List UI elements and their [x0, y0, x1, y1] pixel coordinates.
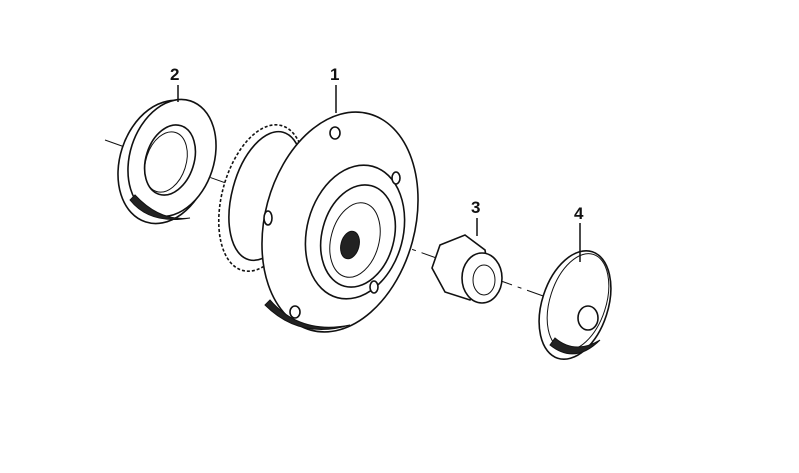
part-label-4: 4: [574, 204, 584, 223]
part-label-3: 3: [471, 198, 480, 217]
wheel-hub-drawing: [217, 111, 419, 333]
part-label-1: 1: [330, 65, 339, 84]
grease-cap-drawing: [538, 249, 612, 361]
seal-ring-drawing: [117, 98, 217, 225]
collar-nut-drawing: [431, 234, 503, 304]
part-label-2: 2: [170, 65, 179, 84]
